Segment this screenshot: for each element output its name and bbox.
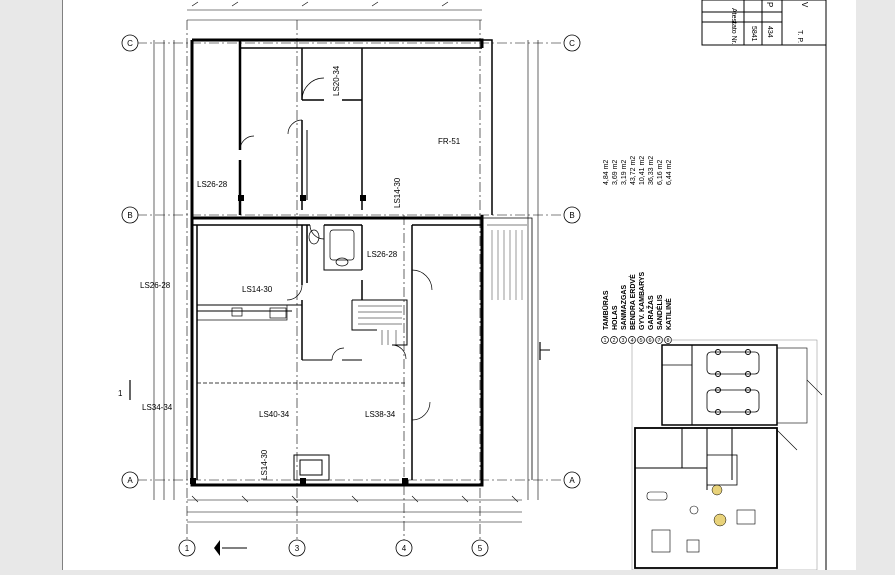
legend-name-7: SANDĖLIS (656, 294, 664, 330)
title-atestatas: Atestato Nr. (730, 8, 737, 45)
label-fr-51: FR-51 (438, 137, 461, 146)
title-val1: 5841 (750, 26, 757, 42)
legend-name-8: KATILINĖ (665, 298, 673, 330)
title-letter-v: V (800, 2, 809, 8)
grid-marker-c-left (121, 34, 139, 52)
legend-num-5: 5 (640, 338, 643, 344)
grid-label-a-right: A (569, 476, 575, 485)
grid-marker-5 (471, 539, 489, 557)
legend-area-1: 4,84 m2 (603, 160, 610, 185)
door-swings (239, 77, 433, 421)
drawing-sheet: Atestato Nr. 5841 434 T. P. P V (61, 0, 856, 571)
label-ls40-34: LS40-34 (259, 410, 290, 419)
grid-marker-b-right (563, 206, 581, 224)
dimension-lines (153, 1, 539, 523)
label-ls34-34: LS34-34 (142, 403, 173, 412)
legend-name-3: SANMAZGAS (621, 285, 628, 330)
label-ls14-30-mid: LS14-30 (242, 285, 273, 294)
grid-marker-4 (395, 539, 413, 557)
label-ls26-28-top: LS26-28 (197, 180, 228, 189)
legend-num-1: 1 (604, 338, 607, 344)
grid-marker-3 (288, 539, 306, 557)
legend-area-6: 36,33 m2 (648, 156, 655, 185)
floor-plan-drawing: Atestato Nr. 5841 434 T. P. P V (61, 0, 827, 571)
grid-label-5: 5 (478, 544, 483, 553)
legend-num-7: 7 (658, 338, 661, 344)
label-ls26-28-left: LS26-28 (140, 281, 171, 290)
label-ls20-34: LS20-34 (332, 65, 341, 96)
grid-label-1: 1 (185, 544, 190, 553)
legend-name-1: TAMBŪRAS (602, 290, 610, 330)
fireplace (293, 454, 330, 481)
svg-text:1: 1 (118, 389, 123, 398)
grid-label-b-left: B (127, 211, 132, 220)
wall-posts (190, 195, 408, 484)
legend-area-3: 3,19 m2 (621, 160, 628, 185)
section-mark-right (539, 342, 550, 360)
key-plan-thumbnail (631, 339, 823, 571)
legend-area-2: 3,69 m2 (612, 160, 619, 185)
room-legend: TAMBŪRAS HOLAS SANMAZGAS BENDRA ERDVĖ GY… (601, 156, 673, 344)
building-walls (190, 38, 533, 487)
legend-name-5: GYV. KAMBARYS (639, 271, 646, 330)
grid-marker-1 (178, 539, 196, 557)
grid-label-c-left: C (127, 39, 133, 48)
section-mark-bottom (214, 540, 247, 556)
grid-marker-a-right (563, 471, 581, 489)
title-val2: 434 (766, 26, 773, 38)
grid-label-a-left: A (127, 476, 133, 485)
label-ls26-28-right: LS26-28 (367, 250, 398, 259)
grid-label-3: 3 (295, 544, 300, 553)
grid-marker-b-left (121, 206, 139, 224)
section-mark-left: 1 (118, 380, 131, 400)
title-initials: T. P. (796, 30, 803, 43)
legend-num-3: 3 (622, 338, 625, 344)
grid-marker-a-left (121, 471, 139, 489)
legend-area-4: 43,72 m2 (630, 156, 637, 185)
legend-num-8: 8 (667, 338, 670, 344)
legend-num-6: 6 (649, 338, 652, 344)
legend-name-2: HOLAS (612, 305, 619, 330)
grid-label-4: 4 (402, 544, 407, 553)
legend-name-4: BENDRA ERDVĖ (629, 274, 637, 330)
legend-area-8: 6,44 m2 (666, 160, 673, 185)
label-ls38-34: LS38-34 (365, 410, 396, 419)
bathroom-fixtures (196, 229, 355, 321)
legend-area-7: 6,16 m2 (657, 160, 664, 185)
label-ls14-30-top: LS14-30 (393, 177, 402, 208)
legend-area-5: 10,41 m2 (639, 156, 646, 185)
grid-label-b-right: B (569, 211, 574, 220)
label-ls14-30-bottom: LS14-30 (260, 449, 269, 480)
legend-num-2: 2 (613, 338, 616, 344)
grid-marker-c-right (563, 34, 581, 52)
grid-label-c-right: C (569, 39, 575, 48)
title-letter-p: P (765, 2, 774, 7)
legend-name-6: GARAŽAS (646, 295, 655, 330)
grid-axes (137, 20, 567, 545)
title-block: Atestato Nr. 5841 434 T. P. P V (701, 0, 827, 46)
